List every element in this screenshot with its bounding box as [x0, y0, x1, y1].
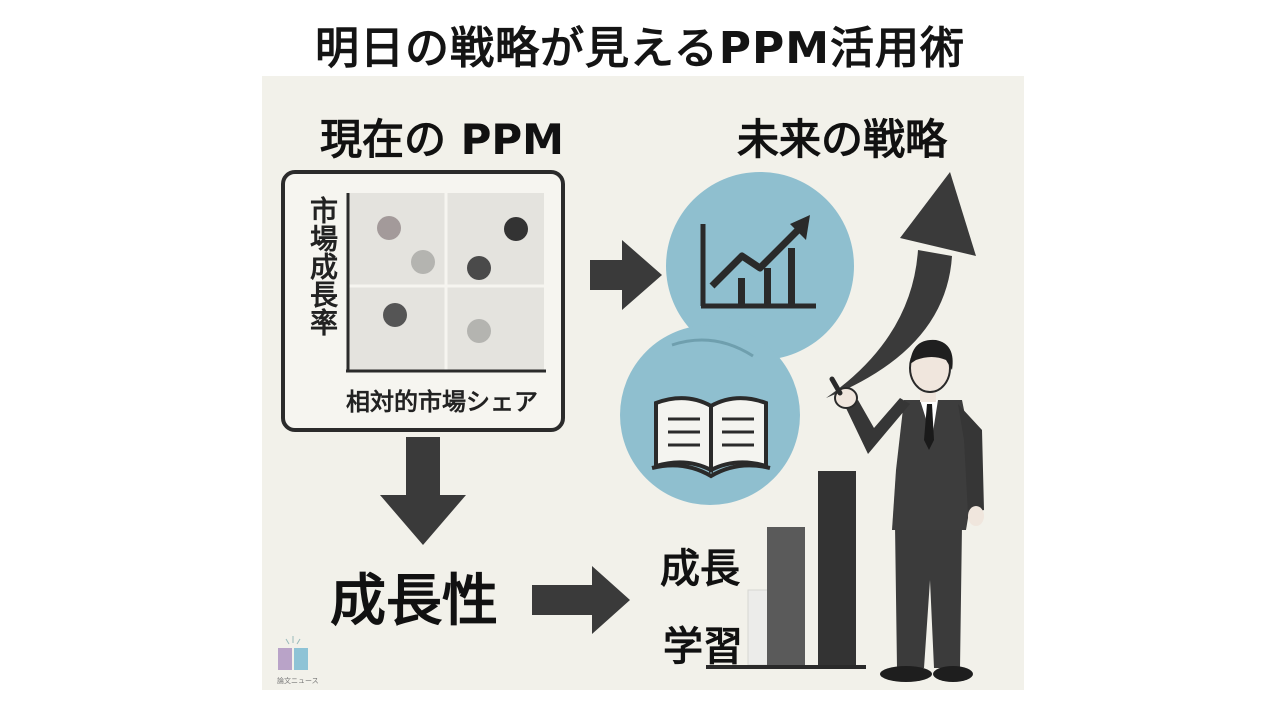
- heading-current-ppm: 現在の PPM: [320, 115, 564, 164]
- ppm-dot: [467, 319, 491, 343]
- ppm-dots: [377, 216, 528, 343]
- book-logo-icon: [278, 636, 308, 670]
- arrow-right-bottom-icon: [532, 566, 630, 634]
- label-growth: 成長: [660, 546, 740, 592]
- page-title: 明日の戦略が見えるPPM活用術: [315, 23, 965, 74]
- ppm-dot: [377, 216, 401, 240]
- open-book-icon: [651, 396, 771, 479]
- bar-chart-icon: [706, 471, 866, 669]
- heading-future-strategy: 未来の戦略: [737, 115, 948, 164]
- upward-arrow-icon: [826, 172, 976, 398]
- arrow-down-icon: [380, 437, 466, 545]
- ppm-dot: [467, 256, 491, 280]
- label-growth-potential: 成長性: [330, 569, 498, 634]
- matrix-y-axis-label: 市場成長率: [306, 196, 339, 336]
- matrix-x-axis-label: 相対的市場シェア: [346, 388, 538, 416]
- ppm-dot: [383, 303, 407, 327]
- brand-caption: 論文ニュース: [277, 677, 319, 685]
- label-learning: 学習: [663, 624, 743, 670]
- arrow-right-icon: [590, 240, 662, 310]
- ppm-dot: [504, 217, 528, 241]
- ppm-dot: [411, 250, 435, 274]
- person-pointing-icon: [829, 339, 984, 682]
